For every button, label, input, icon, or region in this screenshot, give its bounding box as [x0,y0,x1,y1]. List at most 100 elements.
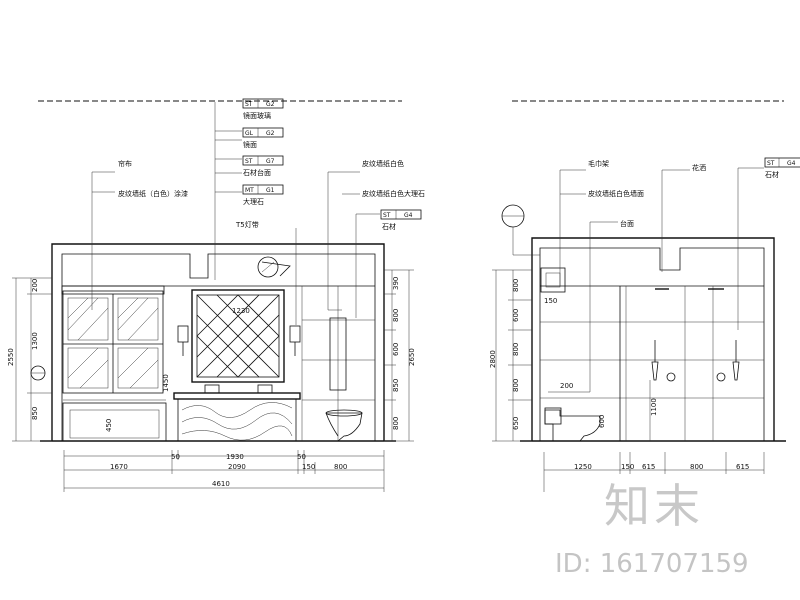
left-vanity-cabinet [177,398,297,442]
right-vdim-2: 600 [512,309,520,322]
watermark-logo: 知末 [604,479,704,533]
right-height: 2800 [489,350,497,368]
left-tag-3-code: ST [245,158,253,165]
right-tile-grid [540,286,764,441]
left-vdim-1300: 1300 [31,332,39,350]
watermark-id: ID: 161707159 [555,549,749,579]
left-mirror-dim: 1230 [232,307,250,315]
left-label-frame: 帘布 [118,159,132,168]
left-vdims-left: 200 1300 2550 850 [7,277,52,442]
right-tag: ST G4 石材 [764,157,800,179]
left-rdim-390: 390 [392,277,400,290]
left-sconce-left [177,325,189,343]
left-bathtub-inner [69,409,160,439]
left-tag-1-code: ST [245,101,253,108]
left-tag-3: ST G7 石材台面 [242,155,284,177]
left-cabinet-hatch [67,297,159,389]
left-rdim-800-a: 800 [392,309,400,322]
left-tag-4-num: G1 [266,187,275,194]
right-hdim-800: 800 [690,463,703,471]
right-vdim-4: 800 [512,379,520,392]
left-tag-5-num: G4 [404,212,413,219]
left-bathtub [62,402,167,442]
left-hdims: 50 1930 50 1670 2090 150 800 4610 [63,450,385,492]
right-hdim-615-a: 615 [642,463,655,471]
right-elevation: ST G4 石材 毛巾架 皮纹墙纸白色墙面 花洒 台面 800 600 800 … [489,100,800,492]
right-heater-inner [545,272,561,288]
left-tag-2-code: GL [245,130,254,137]
left-ceiling-line [61,253,376,441]
left-light-detail [261,261,275,273]
left-bath-dim: 450 [105,419,113,432]
left-hdim-1670: 1670 [110,463,128,471]
right-hdims: 1250 150 615 800 615 [543,452,765,492]
left-light-arrow [261,261,291,277]
left-rdim-600: 600 [392,343,400,356]
left-label-curtain: 皮纹墙纸（白色）涂漆 [118,189,188,198]
left-rdim-850: 850 [392,379,400,392]
right-label-towel: 毛巾架 [588,159,609,168]
left-towel-rail [329,317,347,391]
right-tag-code: ST [767,160,775,167]
right-vdims: 800 600 800 800 650 2800 [489,269,532,442]
left-label-wall-finish: 皮纹墙纸白色 [362,159,404,168]
left-room-outline [51,243,385,441]
right-toilet-tank [544,407,562,425]
left-tag-4: MT G1 大理石 [242,184,284,206]
right-label-faucet: 台面 [620,219,634,228]
left-tag-1-note: 镜面玻璃 [243,111,271,120]
left-leaders [91,102,380,325]
right-label-wall-lighting: 皮纹墙纸白色墙面 [588,189,644,198]
left-elevation: 1230 [7,98,425,492]
left-tag-2: GL G2 镜面 [242,127,284,149]
right-hdim-150: 150 [621,463,634,471]
left-sconce-right [289,325,301,343]
right-room-outline [531,237,775,441]
left-mirror-frame [191,289,285,383]
right-vdim-1: 800 [512,279,520,292]
left-hdim-1930: 1930 [226,453,244,461]
left-cabinet-pane-3 [67,347,109,389]
right-leaders [559,167,764,392]
left-vdim-2550: 2550 [7,348,15,366]
right-tag-num: G4 [787,160,796,167]
left-tag-2-num: G2 [266,130,275,137]
left-tag-5-code: ST [383,212,391,219]
right-hdim-1250: 1250 [574,463,592,471]
right-toilet [544,409,601,442]
left-cabinet-pane-2 [117,297,159,341]
left-tag-4-note: 大理石 [243,197,264,206]
left-hdim-50-b: 50 [297,453,306,461]
right-hdim-615-b: 615 [736,463,749,471]
left-tag-5: ST G4 石材 [380,209,422,231]
left-basin-1 [204,384,220,394]
left-tag-1: ST G2 镜面玻璃 [242,98,284,120]
right-shower-fixtures [651,288,740,382]
left-toilet-seat [325,409,363,417]
left-tag-5-note: 石材 [382,222,396,231]
right-vdim-5: 650 [512,417,520,430]
left-tag-1-num: G2 [266,101,275,108]
left-vanity-pattern [181,402,293,441]
left-hdim-2090: 2090 [228,463,246,471]
left-rdim-2650: 2650 [408,348,416,366]
left-cabinet-head [61,285,165,295]
left-hdim-800: 800 [334,463,347,471]
left-vdim-200: 200 [31,279,39,292]
left-hdim-50-a: 50 [171,453,180,461]
left-hdim-total: 4610 [212,480,230,488]
left-mirror-diamond [196,294,280,378]
right-vdim-3: 800 [512,343,520,356]
right-heater [540,267,566,293]
left-tag-2-note: 镜面 [243,140,257,149]
left-tile-wall [301,286,375,441]
left-rdim-800-b: 800 [392,417,400,430]
left-vdims-right: 390 800 600 850 2650 800 [384,269,416,442]
left-vdim-850: 850 [31,407,39,420]
left-toilet [325,412,363,442]
left-basin-2 [257,384,273,394]
left-tag-4-code: MT [245,187,254,194]
left-label-pipe: 皮纹墙纸白色大理石 [362,189,425,198]
right-tag-note: 石材 [765,170,779,179]
